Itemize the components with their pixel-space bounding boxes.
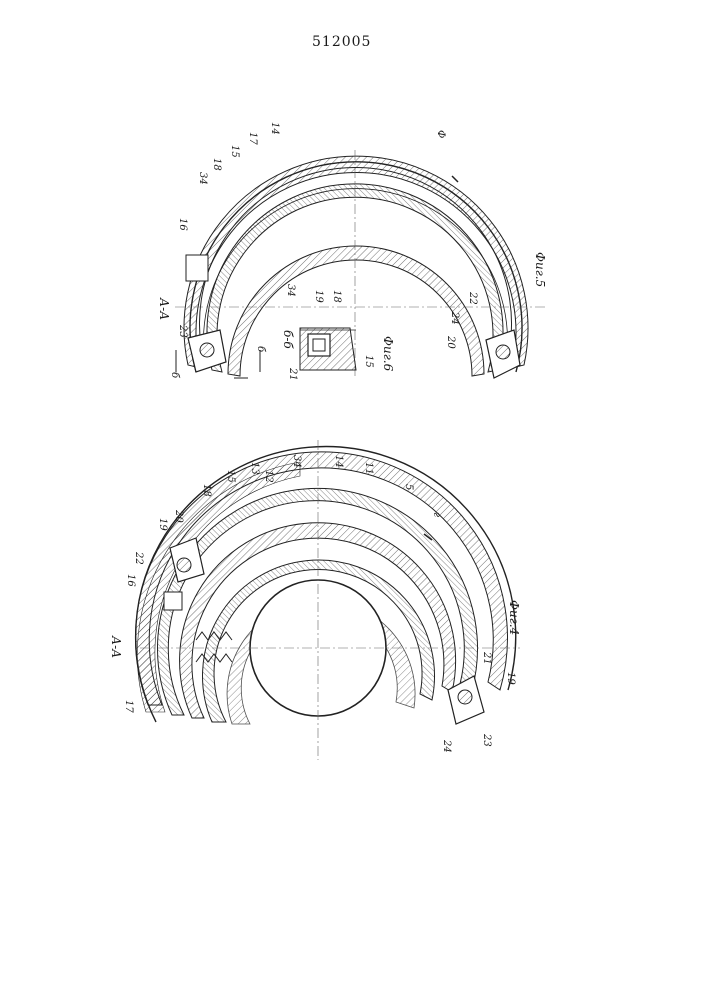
fig5-label: 16: [177, 218, 188, 231]
fig4-label: 19: [505, 672, 516, 685]
figure-4: 19 20 18 15 13 34 14 11 5 22 16 12 17 21…: [109, 440, 521, 760]
fig4-caption: Фиг.4: [507, 600, 521, 635]
fig5-label: 14: [269, 122, 280, 135]
fig5-label: 15: [229, 145, 240, 158]
fig5-label: 34: [197, 172, 208, 185]
fig4-label: 11: [363, 462, 374, 475]
fig6-section-title: б-б: [281, 330, 295, 349]
fig5-label: б: [169, 372, 180, 379]
fig4-label: 14: [333, 455, 344, 468]
fig5-label: 20: [445, 335, 456, 349]
fig4-label: 24: [441, 739, 452, 753]
fig6-label: 19: [313, 290, 324, 303]
fig5-section-title: А-А: [157, 297, 171, 320]
fig4-label: 12: [263, 470, 274, 483]
fig4-label: г: [431, 512, 442, 517]
fig5-label: 17: [247, 132, 258, 145]
fig4-label: 20: [173, 509, 184, 523]
fig4-label: 16: [125, 574, 136, 587]
fig6-caption: Фиг.6: [381, 336, 395, 372]
fig5-label: 24: [449, 311, 460, 325]
fig4-label: 23: [481, 733, 492, 747]
fig4-label: 13: [249, 462, 260, 475]
fig4-label: 5: [403, 484, 414, 490]
fig5-label: 18: [211, 158, 222, 171]
fig4-section-title: А-А: [109, 635, 123, 658]
fig5-label: Ф: [435, 130, 446, 138]
fig6-label: 18: [331, 290, 342, 303]
fig5-label: б: [255, 346, 266, 353]
figure-6: 34 19 18 21 15 б-б Фиг.6: [281, 284, 395, 381]
fig6-label: 34: [285, 284, 296, 297]
fig4-label: 15: [225, 470, 236, 483]
fig4-label: 19: [157, 518, 168, 531]
fig5-caption: Фиг.5: [533, 252, 547, 287]
fig4-label: 21: [481, 651, 492, 665]
fig4-label: 22: [133, 551, 144, 565]
fig4-label: 18: [201, 484, 212, 497]
fig4-label: 17: [123, 700, 134, 713]
fig6-label: 21: [287, 367, 298, 381]
fig6-label: 15: [363, 355, 374, 368]
fig4-label: 34: [291, 455, 302, 468]
fig5-label: 22: [467, 291, 478, 305]
fig5-label: 23: [177, 324, 188, 338]
